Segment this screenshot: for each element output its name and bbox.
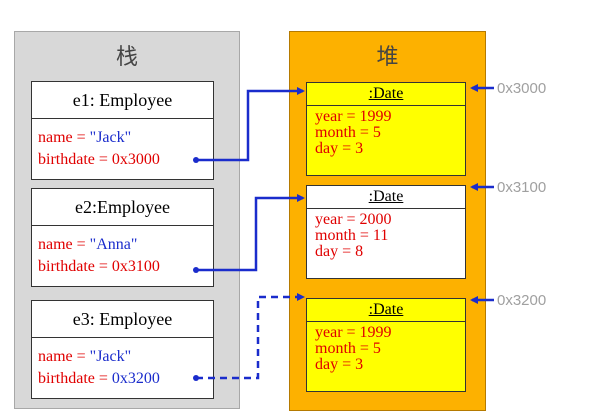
name-label: name = [38, 348, 90, 365]
reference-arrow-e1 [196, 87, 305, 162]
date-header: :Date [307, 83, 465, 106]
year-field: year = 1999 [315, 324, 392, 341]
employee-e1-birthdate-field: birthdate = 0x3000 [38, 149, 207, 171]
date-object-0x3200: :Date year = 1999 month = 5 day = 3 [306, 298, 466, 392]
employee-e1-name-field: name = "Jack" [38, 127, 207, 149]
name-label: name = [38, 236, 90, 253]
name-value: "Jack" [89, 129, 132, 146]
employee-e3-name-field: name = "Jack" [38, 346, 207, 368]
day-field: day = 3 [315, 356, 364, 373]
reference-origin-dot-e3 [193, 375, 199, 381]
day-field: day = 3 [315, 140, 364, 157]
employee-e2-birthdate-field: birthdate = 0x3100 [38, 256, 207, 278]
reference-origin-dot-e2 [193, 267, 199, 273]
date-object-0x3100: :Date year = 2000 month = 11 day = 8 [306, 185, 466, 279]
address-label-0x3000: 0x3000 [497, 80, 547, 97]
address-label-0x3200: 0x3200 [497, 292, 547, 309]
name-label: name = [38, 129, 90, 146]
employee-e2-box: e2:Employee name = "Anna" birthdate = 0x… [31, 188, 214, 287]
employee-e3-birthdate-field: birthdate = 0x3200 [38, 368, 207, 390]
birthdate-label: birthdate = [38, 151, 112, 168]
birthdate-label: birthdate = [38, 258, 112, 275]
reference-arrow-e3 [196, 293, 305, 380]
year-field: year = 2000 [315, 211, 392, 228]
stack-title: 栈 [115, 44, 138, 69]
employee-e1-box: e1: Employee name = "Jack" birthdate = 0… [31, 81, 214, 180]
name-value: "Jack" [89, 348, 132, 365]
reference-origin-dot-e1 [193, 157, 199, 163]
month-field: month = 5 [315, 340, 381, 357]
reference-arrow-e2 [196, 194, 305, 272]
month-field: month = 11 [315, 227, 389, 244]
birthdate-value: 0x3000 [111, 151, 160, 168]
address-label-0x3100: 0x3100 [497, 179, 547, 196]
year-field: year = 1999 [315, 108, 392, 125]
date-header: :Date [307, 186, 465, 209]
heap-title: 堆 [376, 44, 399, 69]
date-header: :Date [307, 299, 465, 322]
employee-e3-header: e3: Employee [32, 301, 213, 338]
birthdate-label: birthdate = [38, 370, 112, 387]
employee-e2-name-field: name = "Anna" [38, 234, 207, 256]
employee-e2-header: e2:Employee [32, 189, 213, 226]
day-field: day = 8 [315, 243, 364, 260]
month-field: month = 5 [315, 124, 381, 141]
employee-e1-header: e1: Employee [32, 82, 213, 119]
birthdate-value: 0x3100 [111, 258, 160, 275]
name-value: "Anna" [89, 236, 138, 253]
birthdate-value: 0x3200 [111, 370, 160, 387]
employee-e3-box: e3: Employee name = "Jack" birthdate = 0… [31, 300, 214, 399]
date-object-0x3000: :Date year = 1999 month = 5 day = 3 [306, 82, 466, 176]
